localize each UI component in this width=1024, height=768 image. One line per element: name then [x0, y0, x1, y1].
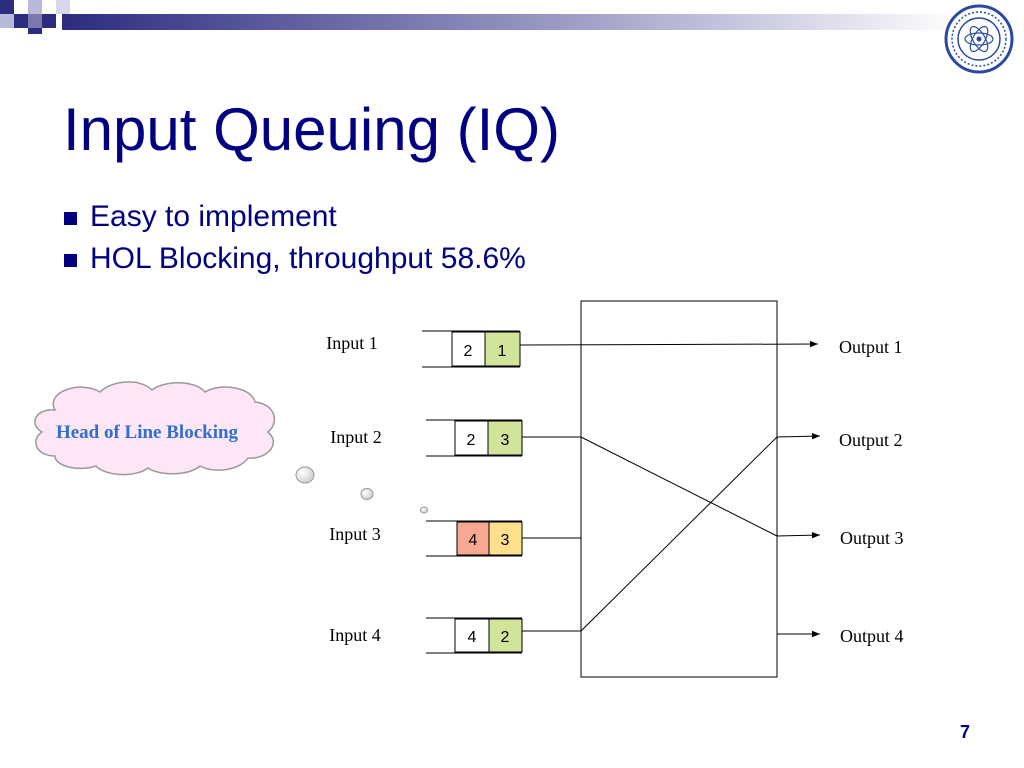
queue-cell — [454, 420, 489, 456]
cross-input2-output3 — [580, 436, 778, 537]
arrow-output2 — [776, 432, 821, 440]
bullet-text: HOL Blocking, throughput 58.6% — [90, 242, 526, 275]
input-label: Input 3 — [329, 524, 381, 544]
queue-cell-label: 4 — [469, 532, 478, 549]
callout-text: Head of Line Blocking — [56, 422, 239, 443]
header-decoration — [0, 0, 962, 34]
output-label: Output 1 — [839, 337, 903, 357]
queue-cell-label: 1 — [498, 343, 507, 360]
bullet-list: Easy to implement HOL Blocking, throughp… — [62, 196, 526, 280]
output-label: Output 2 — [839, 430, 903, 450]
queue-cell — [454, 618, 490, 653]
queue-cell — [488, 618, 523, 653]
queue-cell — [488, 521, 523, 556]
input-label: Input 2 — [330, 427, 382, 447]
input-port-2: Input 2 2 3 — [330, 419, 523, 457]
page-number: 7 — [959, 722, 970, 742]
input-label: Input 4 — [329, 625, 381, 645]
bullet-item: Easy to implement — [62, 196, 526, 238]
callout-cloud-shape — [34, 381, 276, 476]
queue-cell-label: 2 — [501, 629, 510, 646]
queue-cell-label: 2 — [467, 432, 476, 449]
input-port-4: Input 4 4 2 — [329, 617, 523, 654]
thought-bubble — [420, 506, 428, 514]
switch-fabric — [580, 300, 778, 678]
square-bullet-icon — [64, 212, 77, 225]
queue-cell — [456, 521, 490, 556]
fabric-connections — [519, 340, 821, 638]
input-port-1: Input 1 2 1 — [326, 330, 521, 368]
queue-cell-label: 3 — [501, 432, 510, 449]
arrow-output3 — [776, 531, 821, 539]
queue-cell — [487, 420, 523, 456]
queue-cell-label: 3 — [501, 532, 510, 549]
link-input1-output1 — [519, 340, 819, 348]
queue-cell-label: 4 — [468, 629, 477, 646]
queue-cell-label: 2 — [464, 343, 473, 360]
output-label: Output 3 — [840, 528, 904, 548]
output-label: Output 4 — [840, 626, 904, 646]
bullet-text: Easy to implement — [90, 200, 337, 233]
square-bullet-icon — [64, 254, 77, 267]
thought-bubble — [360, 488, 374, 500]
input-port-3: Input 3 4 3 — [329, 520, 523, 557]
page-title: Input Queuing (IQ) — [63, 96, 560, 163]
hol-callout-cloud: Head of Line Blocking — [34, 381, 428, 514]
queue-cell — [484, 331, 521, 367]
input-label: Input 1 — [326, 333, 378, 353]
university-seal-icon — [944, 4, 1014, 74]
thought-bubble — [295, 466, 315, 484]
queue-cell — [451, 331, 486, 367]
bullet-item: HOL Blocking, throughput 58.6% — [62, 238, 526, 280]
cross-input4-output2 — [580, 436, 778, 632]
